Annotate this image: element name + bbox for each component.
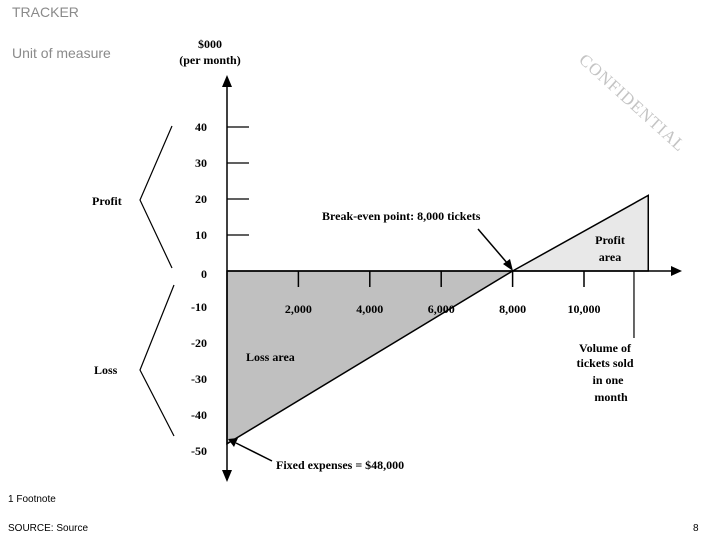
profit-area-label-line-2: area <box>599 250 621 264</box>
breakeven-pointer-arrowhead <box>503 259 513 271</box>
y-axis-arrowhead-down <box>222 470 232 482</box>
profit-area-region <box>509 194 650 272</box>
profit-bracket <box>139 125 173 269</box>
y-tick-label: 30 <box>195 156 207 170</box>
x-axis-title-line-2: tickets sold <box>577 356 634 370</box>
x-axis-title-line-4: month <box>594 390 628 404</box>
y-axis-title-line-2: (per month) <box>179 53 240 67</box>
y-tick-label: -50 <box>191 444 207 458</box>
source-note: SOURCE: Source <box>8 523 89 534</box>
x-axis-title-line-1: Volume of <box>579 341 632 355</box>
loss-bracket-label: Loss <box>94 363 118 377</box>
loss-area-label: Loss area <box>246 350 295 364</box>
footnote: 1 Footnote <box>8 494 56 505</box>
x-tick-label: 8,000 <box>499 302 526 316</box>
breakeven-annotation: Break-even point: 8,000 tickets <box>322 209 481 223</box>
fixed-expenses-annotation: Fixed expenses = $48,000 <box>276 458 404 472</box>
y-tick-label: -10 <box>191 300 207 314</box>
unit-of-measure-label: Unit of measure <box>12 45 111 61</box>
y-tick-label: 0 <box>201 267 207 281</box>
profit-area-label-line-1: Profit <box>595 233 625 247</box>
y-tick-label: 20 <box>195 192 207 206</box>
y-tick-label: 40 <box>195 120 207 134</box>
x-axis-title-line-3: in one <box>592 373 624 387</box>
y-tick-label: -40 <box>191 408 207 422</box>
y-tick-label: -20 <box>191 336 207 350</box>
profit-bracket-label: Profit <box>92 194 122 208</box>
x-tick-label: 10,000 <box>568 302 601 316</box>
fixed-expenses-pointer-line <box>235 442 273 462</box>
loss-bracket <box>139 284 175 437</box>
y-axis-arrowhead-up <box>222 75 232 87</box>
x-tick-label: 4,000 <box>356 302 383 316</box>
page-number: 8 <box>693 523 699 534</box>
fixed-expenses-pointer-arrowhead <box>228 438 238 447</box>
x-tick-label: 2,000 <box>285 302 312 316</box>
tracker-label: TRACKER <box>12 4 79 20</box>
x-tick-label: 6,000 <box>428 302 455 316</box>
breakeven-pointer-line <box>477 228 509 265</box>
y-tick-label: 10 <box>195 228 207 242</box>
y-tick-label: -30 <box>191 372 207 386</box>
x-axis-arrowhead <box>671 266 682 276</box>
y-axis-title-line-1: $000 <box>198 37 222 51</box>
